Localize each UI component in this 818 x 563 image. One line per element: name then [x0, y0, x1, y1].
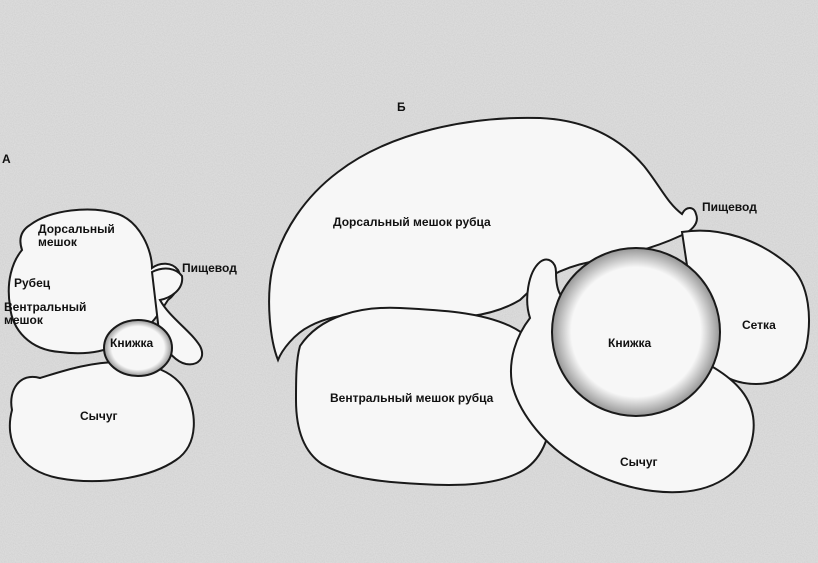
- figure-b-ventral-sac-label: Вентральный мешок рубца: [330, 392, 493, 405]
- figure-a-dorsal-sac-label: Дорсальный мешок: [38, 223, 115, 249]
- figure-a-ventral-sac-label: Вентральный мешок: [4, 301, 86, 327]
- figure-b-omasum: [552, 248, 720, 416]
- figure-b-omasum-label: Книжка: [608, 337, 651, 350]
- figure-a-esophagus-label: Пищевод: [182, 262, 237, 275]
- figure-b-reticulum-label: Сетка: [742, 319, 776, 332]
- figure-a-mark: А: [2, 152, 11, 166]
- figure-b-mark: Б: [397, 100, 406, 114]
- figure-b-abomasum-label: Сычуг: [620, 456, 658, 469]
- figure-b-dorsal-sac-label: Дорсальный мешок рубца: [333, 216, 491, 229]
- figure-a-rumen-label: Рубец: [14, 277, 50, 290]
- figure-a-omasum-label: Книжка: [110, 337, 153, 350]
- figure-b-esophagus-label: Пищевод: [702, 201, 757, 214]
- figure-a-abomasum-label: Сычуг: [80, 410, 118, 423]
